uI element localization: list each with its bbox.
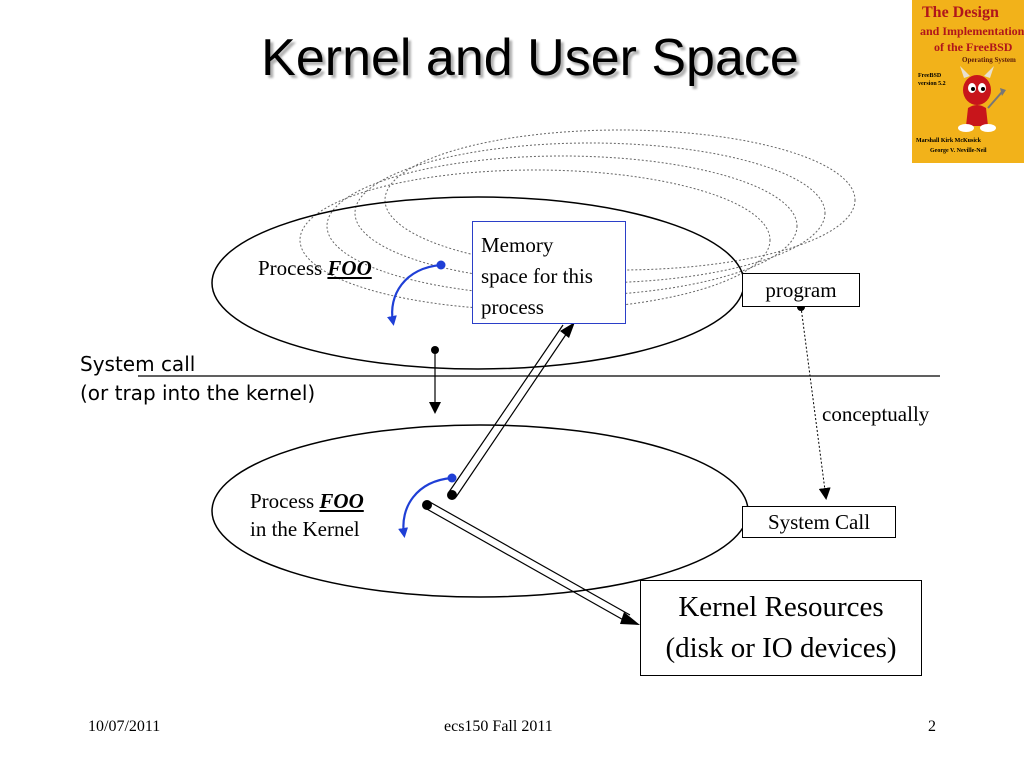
footer-date: 10/07/2011 <box>88 718 161 735</box>
user-process-text: Process <box>258 256 323 280</box>
memory-space-box: Memory space for this process <box>472 221 626 324</box>
book-title-line-2: and Implementation <box>920 24 1024 38</box>
system-call-arrow <box>429 346 441 414</box>
user-process-control-arrow <box>386 260 446 326</box>
slide-title: Kernel and User Space <box>261 29 799 87</box>
kernel-resources-line-1: Kernel Resources <box>678 591 884 623</box>
conceptual-arrow <box>797 303 831 500</box>
book-badge: FreeBSD version 5.2 <box>918 73 946 87</box>
kernel-process-control-arrow <box>398 473 457 538</box>
book-title-line-4: Operating System <box>962 56 1016 64</box>
system-call-caption: System call (or trap into the kernel) <box>80 350 315 408</box>
kernel-process-text: Process <box>250 489 315 513</box>
program-box: program <box>742 273 860 307</box>
book-authors-line-1: Marshall Kirk McKusick <box>916 138 981 144</box>
kernel-process-name: FOO <box>319 489 364 513</box>
footer-course: ecs150 Fall 2011 <box>444 718 553 735</box>
system-call-box: System Call <box>742 506 896 538</box>
system-call-caption-line-1: System call <box>80 352 196 376</box>
memory-space-line-1: Memory <box>481 233 554 257</box>
conceptually-label: conceptually <box>822 402 930 426</box>
kernel-resources-box: Kernel Resources (disk or IO devices) <box>640 580 922 676</box>
book-cover-image: The Design and Implementation of the Fre… <box>912 0 1024 163</box>
book-title-line-3: of the FreeBSD <box>934 40 1013 54</box>
footer-page-number: 2 <box>928 718 936 735</box>
book-authors-line-2: George V. Neville-Neil <box>930 148 987 154</box>
user-process-label: Process FOO <box>258 256 372 281</box>
kernel-resources-line-2: (disk or IO devices) <box>665 632 897 664</box>
kernel-process-label: Process FOO in the Kernel <box>250 487 364 543</box>
memory-space-line-3: process <box>481 295 544 319</box>
memory-space-line-2: space for this <box>481 264 593 288</box>
book-title-line-1: The Design <box>922 4 999 21</box>
user-process-name: FOO <box>327 256 372 280</box>
bsd-daemon-icon <box>958 66 1006 132</box>
system-call-caption-line-2: (or trap into the kernel) <box>80 381 316 405</box>
kernel-process-line-2: in the Kernel <box>250 517 360 541</box>
kernel-to-resources-arrow <box>422 500 640 625</box>
kernel-to-memory-arrow <box>447 322 575 500</box>
